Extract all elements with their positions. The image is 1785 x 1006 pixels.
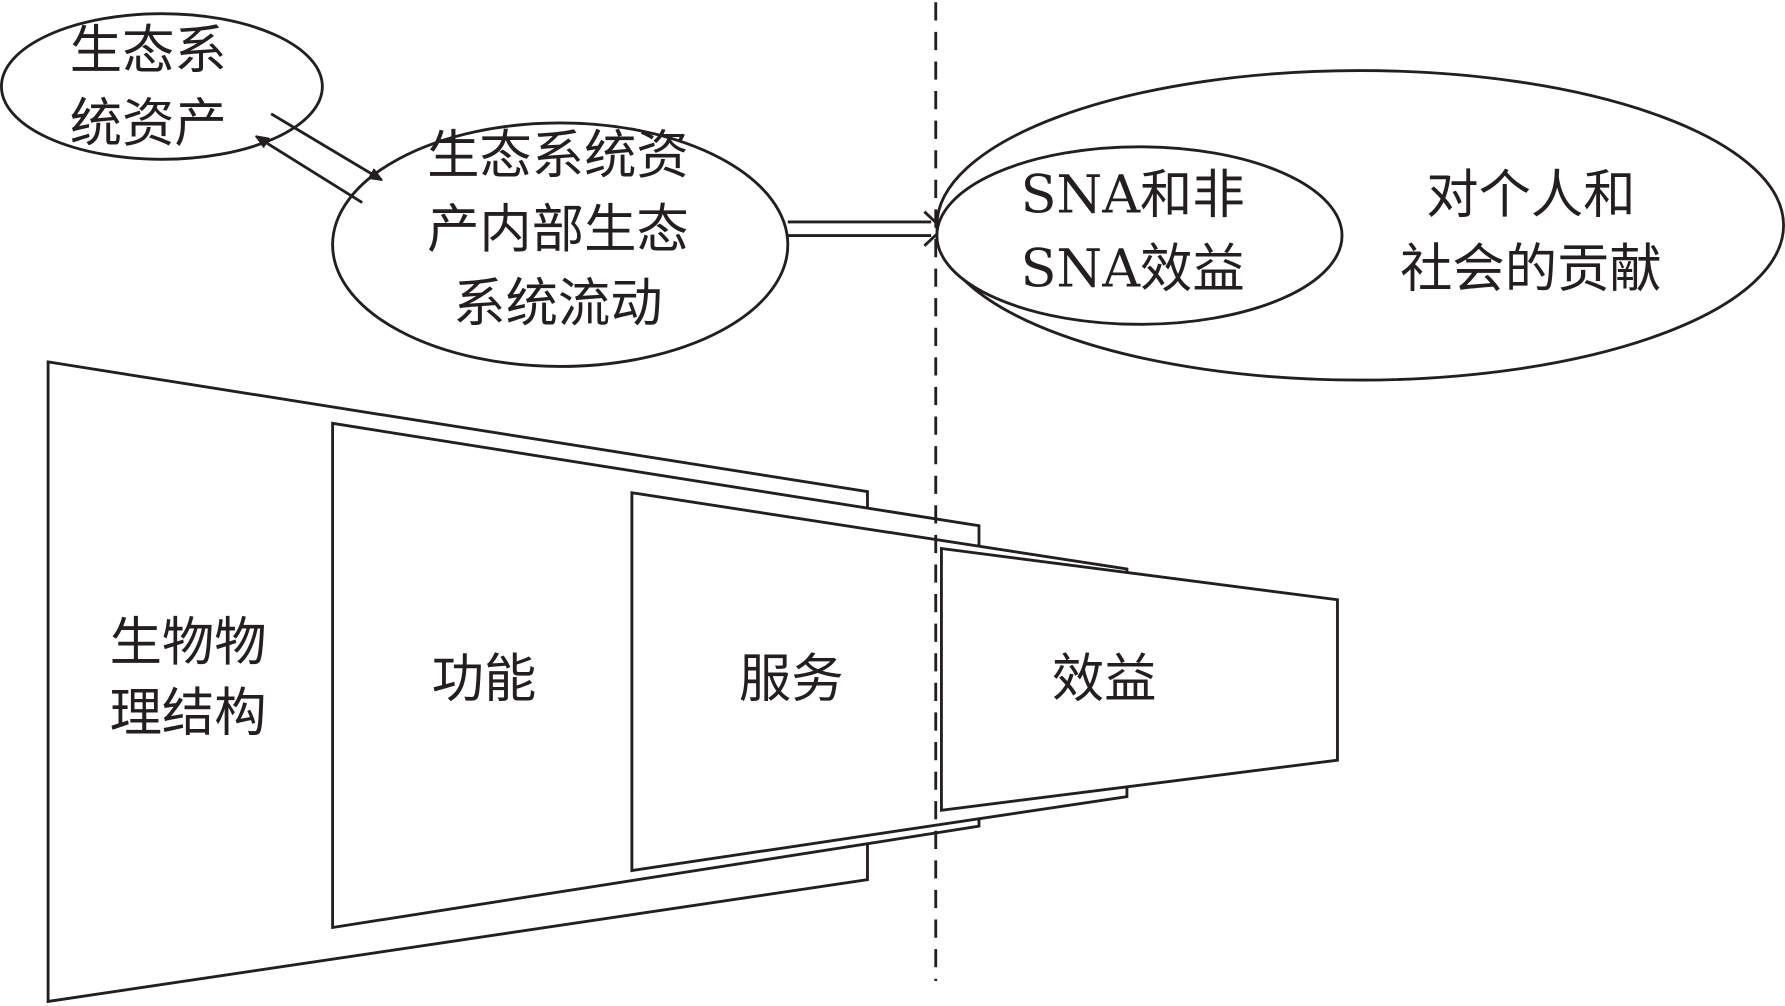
layer-biophysical-label-1: 生物物 bbox=[110, 612, 267, 673]
internal-flows-label-2: 产内部生态 bbox=[427, 199, 689, 260]
layer-benefit-label: 效益 bbox=[1052, 648, 1157, 709]
ecosystem-assets-ellipse bbox=[0, 12, 324, 161]
layer-service-label: 服务 bbox=[739, 648, 844, 709]
arrow-assets-to-flows bbox=[270, 112, 381, 180]
ecosystem-assets-label-1: 生态系 bbox=[70, 20, 227, 81]
internal-flows-label-3: 系统流动 bbox=[453, 273, 662, 334]
benefits-ellipse bbox=[935, 145, 1344, 326]
arrow-flows-to-assets bbox=[256, 137, 363, 204]
double-arrow-icon bbox=[787, 210, 945, 247]
layer-function-label: 功能 bbox=[432, 648, 537, 709]
contribution-label-2: 社会的贡献 bbox=[1400, 239, 1662, 300]
contribution-label-1: 对个人和 bbox=[1426, 165, 1635, 226]
ecosystem-assets-label-2: 统资产 bbox=[70, 93, 227, 154]
layer-benefit bbox=[940, 546, 1339, 812]
internal-flows-label-1: 生态系统资 bbox=[427, 125, 689, 186]
benefits-label-1: SNA和非 bbox=[1021, 165, 1245, 226]
benefits-label-2: SNA效益 bbox=[1021, 239, 1245, 300]
internal-flows-ellipse bbox=[331, 121, 790, 368]
layer-biophysical-label-2: 理结构 bbox=[110, 682, 267, 743]
